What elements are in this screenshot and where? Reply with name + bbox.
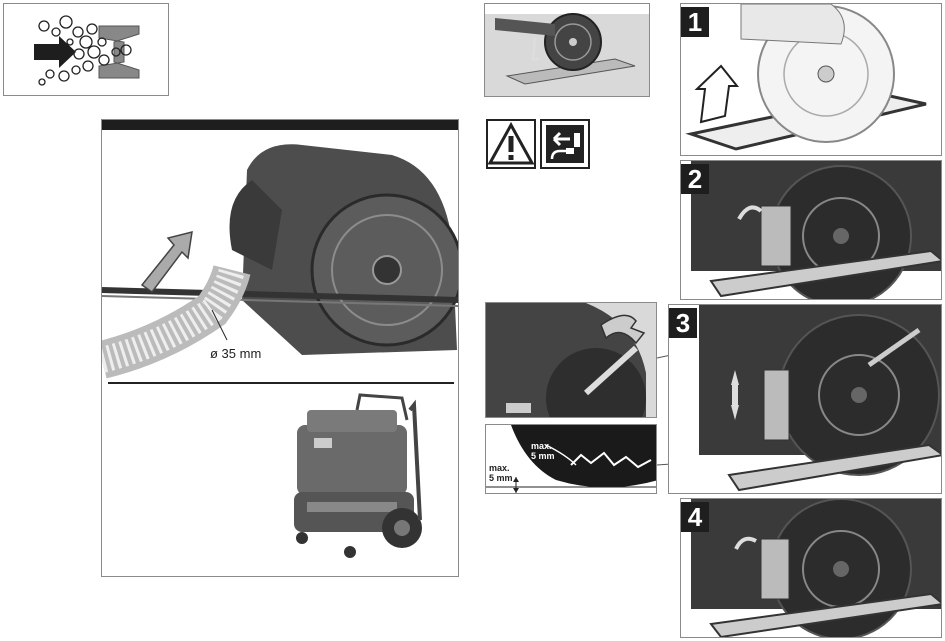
step-1-number: 1	[681, 7, 709, 37]
step-1-illustration	[685, 4, 927, 151]
blade-gap-illustration	[486, 425, 656, 493]
step-4-panel: 4	[680, 498, 942, 638]
saw-guard-overview-panel	[484, 3, 650, 97]
step-4-illustration	[681, 499, 941, 637]
step-1-panel: 1	[680, 3, 942, 156]
dust-extraction-icon	[34, 15, 140, 86]
blade-gap-inner-label: max. 5 mm	[531, 441, 555, 461]
step-4-number: 4	[681, 502, 709, 532]
blade-gap-detail-panel: max. 5 mm max. 5 mm	[485, 424, 657, 494]
panel-header-bar	[102, 120, 458, 130]
vacuum-cleaner-icon	[294, 393, 422, 558]
step-2-panel: 2	[680, 160, 942, 300]
hose-saw-illustration	[102, 144, 458, 558]
step-2-number: 2	[681, 164, 709, 194]
unplug-power-icon	[540, 119, 590, 169]
step-2-illustration	[681, 161, 941, 299]
hose-connection-panel: ø 35 mm	[101, 119, 459, 577]
guard-lever-detail-panel	[485, 302, 657, 418]
saw-overview-illustration	[485, 13, 649, 96]
warning-icons	[486, 119, 592, 169]
hose-diameter-label: ø 35 mm	[210, 346, 262, 361]
step-3-number: 3	[669, 308, 697, 338]
guard-lever-illustration	[486, 303, 656, 417]
warning-triangle-icon	[486, 119, 536, 169]
step-3-illustration	[669, 305, 941, 493]
step-3-panel: 3	[668, 304, 942, 494]
dust-extraction-panel	[3, 3, 169, 96]
blade-gap-outer-label: max. 5 mm	[489, 463, 513, 483]
